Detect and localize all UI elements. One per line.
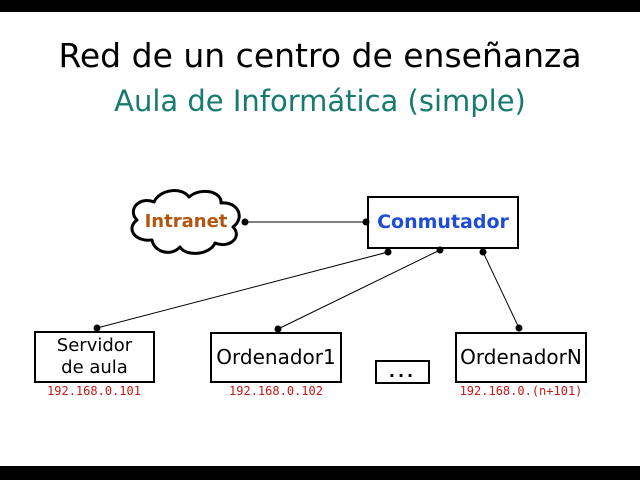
top-letterbox-bar xyxy=(0,0,640,12)
intranet-label: Intranet xyxy=(144,211,228,232)
computerN-ip: 192.168.0.(n+101) xyxy=(459,384,583,398)
computerN-box: OrdenadorN xyxy=(455,332,587,383)
switch-box: Conmutador xyxy=(367,196,519,249)
computer1-ip: 192.168.0.102 xyxy=(229,384,323,398)
switch-label: Conmutador xyxy=(377,210,509,233)
server-ip: 192.168.0.101 xyxy=(47,384,141,398)
server-label-line2: de aula xyxy=(61,357,128,378)
computer1-label: Ordenador1 xyxy=(216,345,336,369)
server-label-line1: Servidor xyxy=(56,334,133,356)
ellipsis-box: ... xyxy=(375,360,430,384)
bottom-letterbox-bar xyxy=(0,466,640,480)
slide-title: Red de un centro de enseñanza xyxy=(58,36,582,75)
computerN-label: OrdenadorN xyxy=(460,345,582,369)
computer1-box: Ordenador1 xyxy=(210,332,342,383)
ellipsis-label: ... xyxy=(388,362,417,381)
server-box: Servidor de aula xyxy=(34,331,155,383)
slide-subtitle: Aula de Informática (simple) xyxy=(114,84,526,118)
